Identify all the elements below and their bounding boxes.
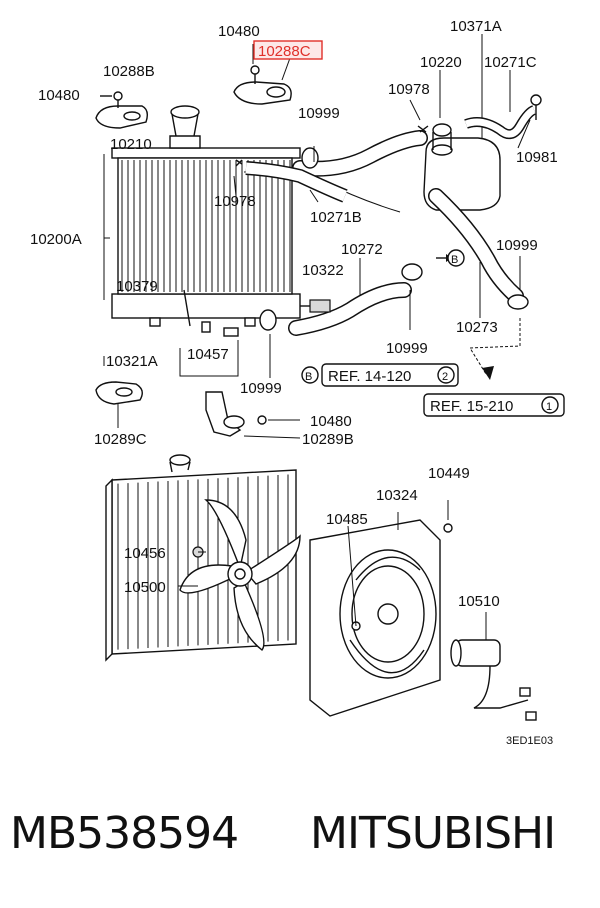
arrow-marker-letter: B xyxy=(451,254,458,266)
callout-10288B[interactable]: 10288B xyxy=(103,63,155,80)
ref1-marker: B xyxy=(305,371,312,383)
callout-10999-b[interactable]: 10999 xyxy=(496,237,538,254)
hose-10271B xyxy=(235,130,428,213)
callout-10288C[interactable]: 10288C xyxy=(258,43,311,60)
sensor-10322 xyxy=(300,299,331,313)
callout-10210[interactable]: 10210 xyxy=(110,136,152,153)
drain-parts xyxy=(103,289,239,377)
shroud-10324 xyxy=(309,500,453,717)
hose-10273 xyxy=(428,188,529,318)
reference-14-120[interactable]: B REF. 14-120 2 xyxy=(301,363,459,387)
hose-10272 xyxy=(259,258,423,336)
leader-lines xyxy=(103,99,531,627)
footer: MB538594 MITSUBISHI xyxy=(10,808,600,868)
callout-10273[interactable]: 10273 xyxy=(456,319,498,336)
callout-10999-d[interactable]: 10999 xyxy=(240,380,282,397)
reference-15-210[interactable]: REF. 15-210 1 xyxy=(423,393,565,417)
arrow-marker-b: B xyxy=(447,249,465,267)
callout-10999-c[interactable]: 10999 xyxy=(386,340,428,357)
callout-10480-left[interactable]: 10480 xyxy=(38,87,80,104)
ref2-text: REF. 15-210 xyxy=(430,398,513,415)
radiator-exploded-diagram: 10480 10288C 10371A 10288B 10220 10271C … xyxy=(30,18,565,747)
callout-10978-top[interactable]: 10978 xyxy=(388,81,430,98)
diagram-code: 3ED1E03 xyxy=(506,735,553,747)
motor-10510 xyxy=(450,612,537,721)
mount-10289B xyxy=(205,391,301,439)
callout-10456[interactable]: 10456 xyxy=(124,545,166,562)
callout-10289B[interactable]: 10289B xyxy=(302,431,354,448)
callout-10449[interactable]: 10449 xyxy=(428,465,470,482)
callout-10200A[interactable]: 10200A xyxy=(30,231,82,248)
callout-10500[interactable]: 10500 xyxy=(124,579,166,596)
mount-10288B xyxy=(95,91,149,129)
mount-10288C xyxy=(233,44,292,105)
callout-10999-a[interactable]: 10999 xyxy=(298,105,340,122)
callout-10220[interactable]: 10220 xyxy=(420,54,462,71)
callout-10379[interactable]: 10379 xyxy=(116,278,158,295)
brand-name: MITSUBISHI xyxy=(310,808,556,859)
callout-10322[interactable]: 10322 xyxy=(302,262,344,279)
callout-labels: 10480 10288C 10371A 10288B 10220 10271C … xyxy=(30,18,558,610)
callout-10271B[interactable]: 10271B xyxy=(310,209,362,226)
callout-10324[interactable]: 10324 xyxy=(376,487,418,504)
ref1-number: 2 xyxy=(442,371,448,383)
callout-10480-mid[interactable]: 10480 xyxy=(310,413,352,430)
callout-10457[interactable]: 10457 xyxy=(187,346,229,363)
highlight-box xyxy=(253,40,323,60)
callout-10978-mid[interactable]: 10978 xyxy=(214,193,256,210)
callout-10271C[interactable]: 10271C xyxy=(484,54,537,71)
ref2-number: 1 xyxy=(546,401,552,413)
callout-10272[interactable]: 10272 xyxy=(341,241,383,258)
callout-10321A[interactable]: 10321A xyxy=(106,353,158,370)
callout-10485[interactable]: 10485 xyxy=(326,511,368,528)
callout-10510[interactable]: 10510 xyxy=(458,593,500,610)
callout-10371A[interactable]: 10371A xyxy=(450,18,502,35)
ref1-text: REF. 14-120 xyxy=(328,368,411,385)
part-number: MB538594 xyxy=(10,808,239,859)
callout-10981[interactable]: 10981 xyxy=(516,149,558,166)
reference-arrows xyxy=(436,254,521,380)
callout-10480-top[interactable]: 10480 xyxy=(218,23,260,40)
mount-10289C xyxy=(95,381,143,405)
callout-10289C[interactable]: 10289C xyxy=(94,431,147,448)
